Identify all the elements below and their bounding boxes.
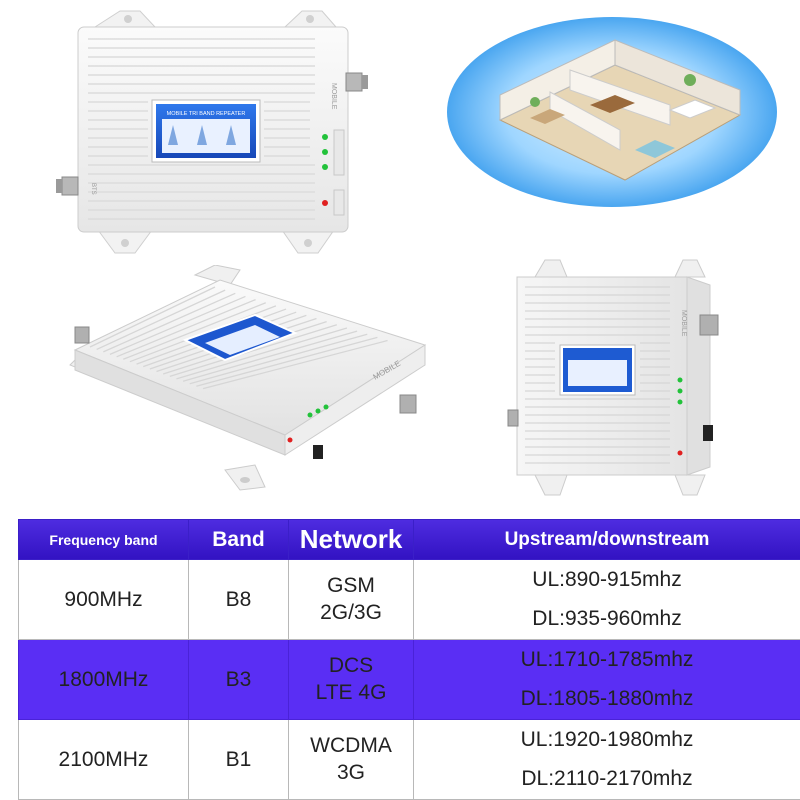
network-line-1: DCS — [328, 654, 374, 678]
uplink-range: UL:1920-1980mhz — [520, 727, 694, 751]
header-frequency-band: Frequency band — [18, 519, 189, 560]
cell-band: B8 — [188, 559, 289, 640]
cell-band: B3 — [188, 639, 289, 720]
side-label-bts: BTS — [90, 183, 96, 195]
repeater-label: MOBILE TRI BAND REPEATER — [167, 111, 246, 117]
network-line-1: GSM — [327, 574, 375, 598]
repeater-angled-photo: MOBILE — [69, 265, 427, 491]
house-cutaway-photo — [447, 17, 777, 207]
repeater-side-photo: MOBILE — [507, 259, 719, 496]
network-line-2: 3G — [336, 760, 365, 784]
side-label-mobile: MOBILE — [330, 83, 337, 110]
cell-band: B1 — [188, 719, 289, 800]
spec-table: Frequency band Band Network Upstream/dow… — [18, 519, 800, 800]
network-line-2: 2G/3G — [320, 600, 382, 624]
header-upstream-downstream: Upstream/downstream — [413, 519, 800, 560]
cell-frequency: 1800MHz — [18, 639, 189, 720]
header-band: Band — [188, 519, 289, 560]
cell-frequency: 2100MHz — [18, 719, 189, 800]
uplink-range: UL:890-915mhz — [532, 567, 682, 591]
table-header-row: Frequency band Band Network Upstream/dow… — [18, 519, 800, 560]
downlink-range: DL:1805-1880mhz — [520, 687, 694, 711]
network-line-2: LTE 4G — [315, 680, 387, 704]
downlink-range: DL:2110-2170mhz — [521, 767, 693, 791]
downlink-range: DL:935-960mhz — [532, 607, 682, 631]
header-network: Network — [288, 519, 414, 560]
cell-frequency: 900MHz — [18, 559, 189, 640]
uplink-range: UL:1710-1785mhz — [520, 647, 694, 671]
side-label-mobile-3: MOBILE — [680, 310, 687, 337]
repeater-front-photo: MOBILE TRI BAND REPEATER MOBILE BTS — [56, 10, 368, 254]
network-line-1: WCDMA — [310, 734, 392, 758]
